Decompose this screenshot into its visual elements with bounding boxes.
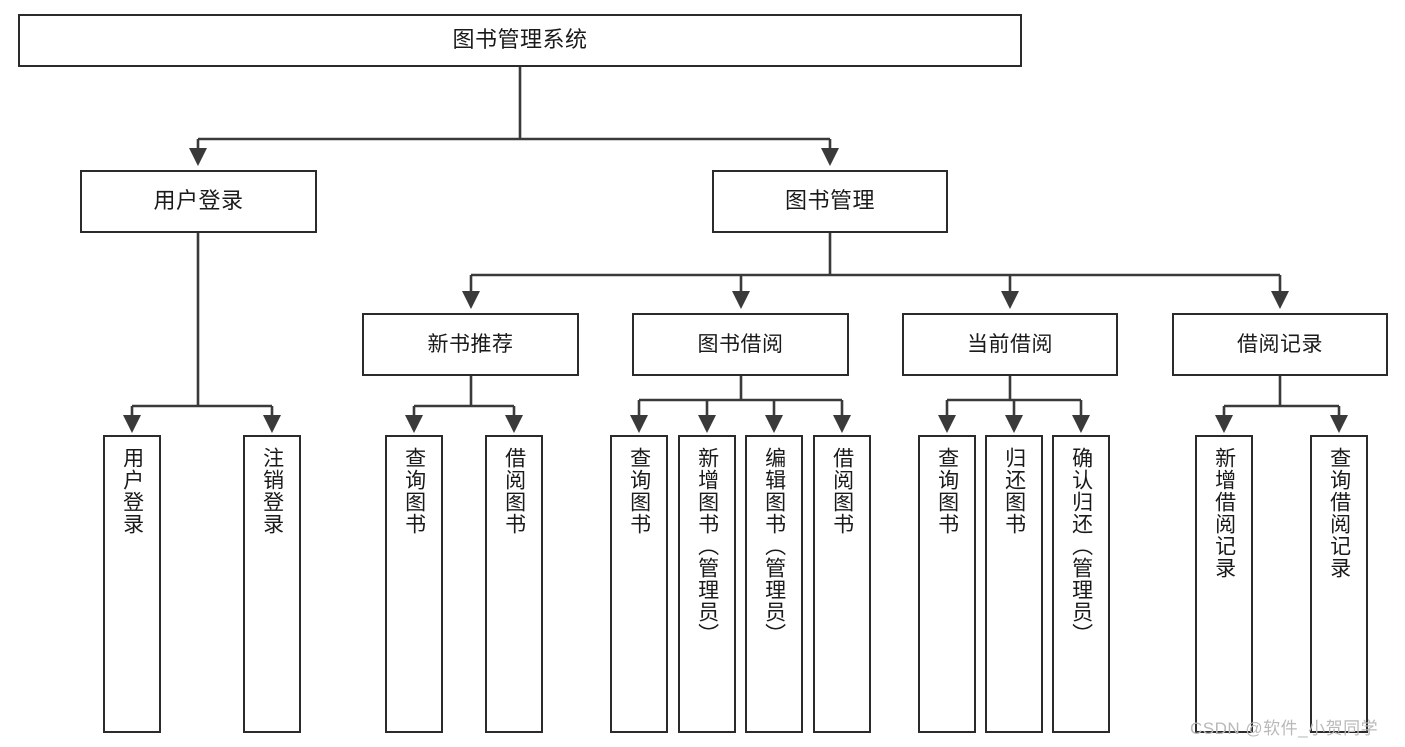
leaf-add-book-admin[interactable]: 新增图书（管理员） (678, 435, 736, 733)
node-label: 归还图书 (1002, 447, 1026, 535)
leaf-query-book-rec[interactable]: 查询图书 (385, 435, 443, 733)
node-label: 图书管理 (784, 188, 875, 214)
leaf-query-book-current[interactable]: 查询图书 (918, 435, 976, 733)
node-user-login[interactable]: 用户登录 (80, 170, 317, 233)
node-label: 编辑图书（管理员） (762, 447, 786, 645)
node-book-management[interactable]: 图书管理 (712, 170, 948, 233)
leaf-user-login[interactable]: 用户登录 (103, 435, 161, 733)
node-label: 查询图书 (935, 447, 959, 535)
node-label: 新增图书（管理员） (695, 447, 719, 645)
node-label: 借阅图书 (502, 447, 526, 535)
node-label: 注销登录 (260, 447, 284, 535)
node-label: 确认归还（管理员） (1069, 447, 1093, 645)
leaf-logout[interactable]: 注销登录 (243, 435, 301, 733)
node-label: 用户登录 (120, 447, 144, 535)
node-label: 新书推荐 (427, 332, 514, 356)
node-new-book-recommend[interactable]: 新书推荐 (362, 313, 579, 376)
node-root[interactable]: 图书管理系统 (18, 14, 1022, 67)
leaf-borrow-book-rec[interactable]: 借阅图书 (485, 435, 543, 733)
leaf-return-book[interactable]: 归还图书 (985, 435, 1043, 733)
node-label: 当前借阅 (967, 332, 1053, 356)
node-label: 借阅记录 (1237, 332, 1323, 356)
leaf-add-borrow-record[interactable]: 新增借阅记录 (1195, 435, 1253, 733)
node-label: 新增借阅记录 (1212, 447, 1236, 579)
leaf-borrow-book[interactable]: 借阅图书 (813, 435, 871, 733)
node-book-borrow[interactable]: 图书借阅 (632, 313, 849, 376)
node-label: 查询图书 (627, 447, 651, 535)
leaf-query-borrow-record[interactable]: 查询借阅记录 (1310, 435, 1368, 733)
leaf-edit-book-admin[interactable]: 编辑图书（管理员） (745, 435, 803, 733)
node-label: 图书借阅 (697, 332, 784, 356)
node-label: 用户登录 (153, 188, 244, 214)
node-label: 借阅图书 (830, 447, 854, 535)
node-label: 查询借阅记录 (1327, 447, 1351, 579)
node-label: 图书管理系统 (452, 27, 588, 53)
watermark: CSDN @软件_小贺同学 (1190, 719, 1379, 738)
leaf-confirm-return-admin[interactable]: 确认归还（管理员） (1052, 435, 1110, 733)
node-current-borrow[interactable]: 当前借阅 (902, 313, 1118, 376)
node-borrow-records[interactable]: 借阅记录 (1172, 313, 1388, 376)
leaf-query-book[interactable]: 查询图书 (610, 435, 668, 733)
node-label: 查询图书 (402, 447, 426, 535)
